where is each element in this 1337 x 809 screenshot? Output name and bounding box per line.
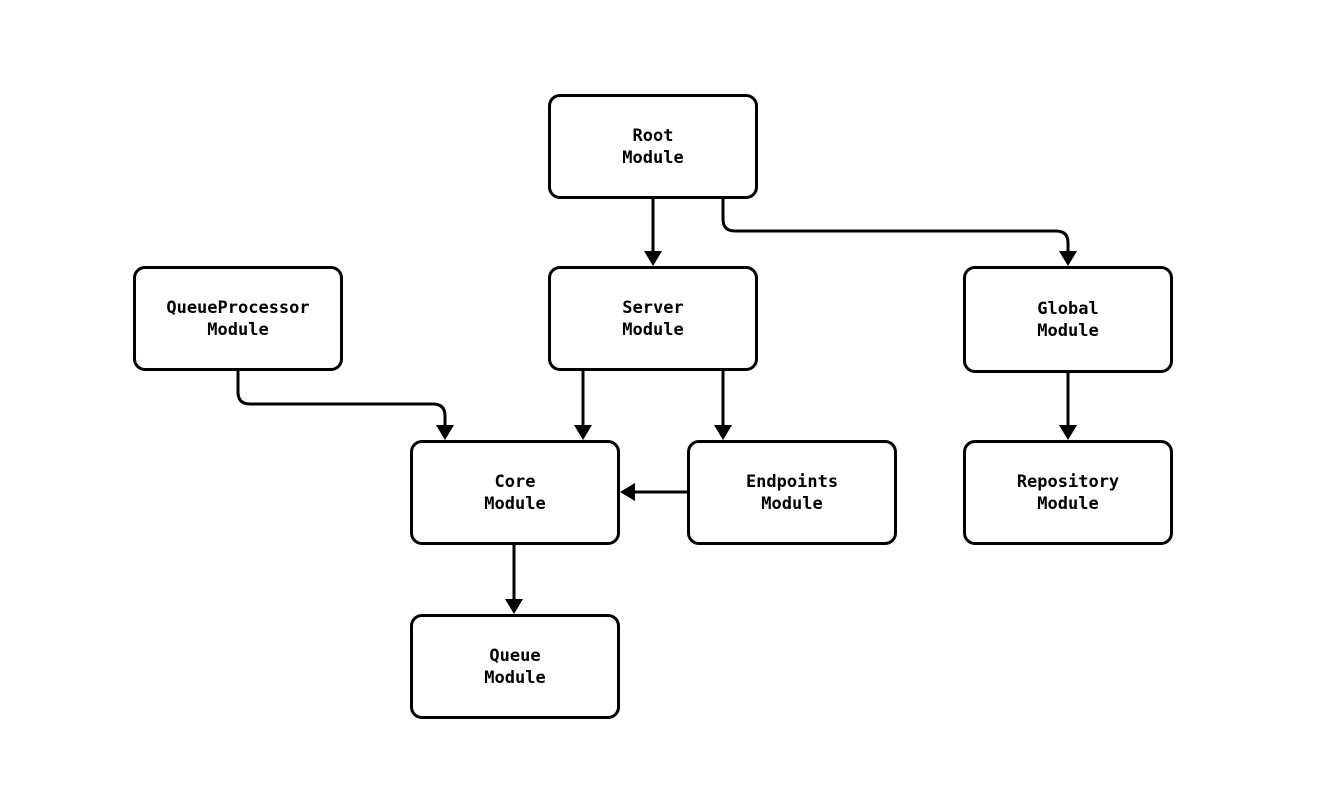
node-queueprocessor-label-line2: Module [207, 319, 269, 340]
node-endpoints-label-line1: Endpoints [745, 471, 839, 492]
node-repository[interactable]: Repository Module [963, 440, 1173, 545]
node-queueprocessor[interactable]: QueueProcessor Module [133, 266, 343, 371]
node-global-label-line2: Module [1037, 320, 1099, 341]
arrowhead-core-to-queue [505, 599, 523, 614]
node-endpoints[interactable]: Endpoints Module [687, 440, 897, 545]
arrowhead-queueprocessor-to-core [436, 425, 454, 440]
node-repository-label-line2: Module [1037, 493, 1099, 514]
node-server[interactable]: Server Module [548, 266, 758, 371]
arrowhead-global-to-repository [1059, 425, 1077, 440]
arrowhead-root-to-global [1059, 251, 1077, 266]
arrowhead-root-to-server [644, 251, 662, 266]
node-queueprocessor-label-line1: QueueProcessor [166, 297, 310, 318]
edge-queueprocessor-to-core [236, 371, 447, 426]
node-server-label-line1: Server [622, 297, 684, 318]
arrowhead-server-to-endpoints [714, 425, 732, 440]
node-server-label-line2: Module [622, 319, 684, 340]
node-repository-label-line1: Repository [1016, 471, 1120, 492]
node-queue[interactable]: Queue Module [410, 614, 620, 719]
arrowhead-server-to-core [574, 425, 592, 440]
node-global-label-line1: Global [1037, 298, 1099, 319]
node-endpoints-label-line2: Module [761, 493, 823, 514]
node-core[interactable]: Core Module [410, 440, 620, 545]
node-core-label-line2: Module [484, 493, 546, 514]
node-core-label-line1: Core [494, 471, 536, 492]
node-root-label-line1: Root [632, 125, 674, 146]
node-root[interactable]: Root Module [548, 94, 758, 199]
edge-root-to-global [721, 199, 1070, 252]
arrowhead-endpoints-to-core [620, 483, 635, 501]
node-queue-label-line2: Module [484, 667, 546, 688]
node-queue-label-line1: Queue [489, 645, 541, 666]
node-root-label-line2: Module [622, 147, 684, 168]
node-global[interactable]: Global Module [963, 266, 1173, 373]
